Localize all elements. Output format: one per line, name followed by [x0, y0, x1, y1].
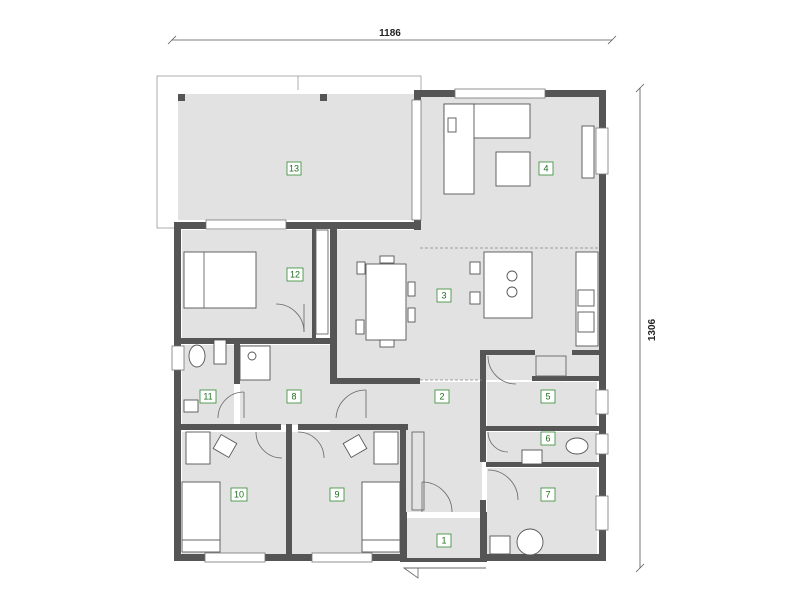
room-label-12: 12 — [286, 267, 304, 282]
svg-text:3: 3 — [441, 291, 446, 301]
room-label-10: 10 — [230, 487, 248, 502]
svg-text:7: 7 — [545, 490, 550, 500]
width-dimension-label: 1186 — [379, 28, 401, 39]
room-label-4: 4 — [538, 161, 554, 176]
room-label-3: 3 — [436, 288, 452, 303]
width-dimension: 1186 — [167, 28, 617, 45]
svg-text:6: 6 — [545, 434, 550, 444]
room-label-13: 13 — [286, 161, 302, 176]
room-label-9: 9 — [329, 487, 345, 502]
room-label-1: 1 — [436, 533, 452, 548]
svg-text:2: 2 — [439, 392, 444, 402]
windows — [171, 88, 609, 563]
svg-text:9: 9 — [334, 490, 339, 500]
furniture — [181, 103, 599, 556]
svg-text:11: 11 — [203, 392, 212, 402]
svg-text:4: 4 — [543, 164, 548, 174]
svg-text:1: 1 — [441, 536, 446, 546]
open-boundaries — [420, 247, 600, 381]
room-label-11: 11 — [199, 389, 217, 404]
doors — [217, 303, 519, 579]
floors — [182, 96, 600, 558]
svg-text:12: 12 — [290, 270, 300, 280]
height-dimension: 1306 — [635, 83, 658, 573]
svg-text:10: 10 — [234, 490, 244, 500]
room-label-5: 5 — [540, 389, 556, 404]
terrace — [156, 75, 422, 229]
svg-text:8: 8 — [291, 392, 296, 402]
svg-text:13: 13 — [289, 164, 299, 174]
room-label-8: 8 — [286, 389, 302, 404]
height-dimension-label: 1306 — [647, 318, 658, 341]
room-label-6: 6 — [540, 431, 556, 446]
svg-text:5: 5 — [545, 392, 550, 402]
room-label-7: 7 — [540, 487, 556, 502]
room-label-2: 2 — [434, 389, 450, 404]
